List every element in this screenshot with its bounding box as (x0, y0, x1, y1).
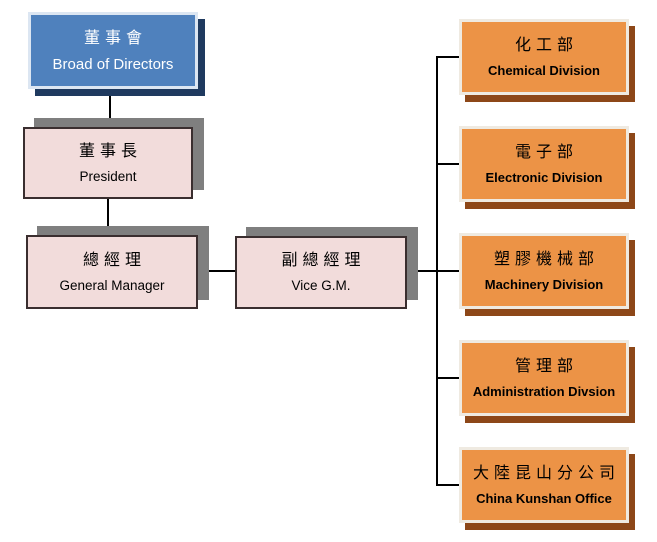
org-node-division-administration: 管理部 Administration Divsion (459, 340, 629, 416)
org-node-board-of-directors: 董事會 Broad of Directors (28, 12, 198, 89)
division-title-zh: 大陸昆山分公司 (472, 463, 620, 482)
division-title-en: Electronic Division (485, 170, 603, 185)
org-node-general-manager: 總經理 General Manager (26, 235, 198, 309)
connector-stub-kunshan (436, 484, 459, 486)
general-manager-title-zh: 總經理 (82, 249, 146, 269)
division-title-en: Machinery Division (484, 277, 604, 292)
division-title-zh: 管理部 (514, 356, 578, 375)
connector-president-gm (107, 199, 109, 235)
connector-stub-chemical (436, 56, 459, 58)
org-node-president: 董事長 President (23, 127, 193, 199)
division-title-zh: 電子部 (514, 142, 578, 161)
connector-stub-administration (436, 377, 459, 379)
general-manager-title-en: General Manager (59, 277, 165, 293)
division-title-zh: 化工部 (514, 35, 578, 54)
org-node-division-kunshan-office: 大陸昆山分公司 China Kunshan Office (459, 447, 629, 523)
org-node-division-electronic: 電子部 Electronic Division (459, 126, 629, 202)
division-title-en: China Kunshan Office (476, 491, 612, 506)
president-title-en: President (79, 168, 137, 184)
connector-stub-electronic (436, 163, 459, 165)
connector-board-president (109, 89, 111, 127)
org-node-division-chemical: 化工部 Chemical Division (459, 19, 629, 95)
connector-vgm-spine (407, 270, 459, 272)
vice-gm-title-en: Vice G.M. (291, 278, 351, 294)
org-node-vice-gm: 副總經理 Vice G.M. (235, 236, 407, 309)
board-title-en: Broad of Directors (52, 55, 174, 73)
board-title-zh: 董事會 (83, 27, 147, 47)
connector-gm-vgm (198, 270, 235, 272)
division-title-zh: 塑膠機械部 (493, 249, 599, 268)
vice-gm-title-zh: 副總經理 (281, 250, 366, 270)
president-title-zh: 董事長 (78, 140, 142, 160)
division-title-en: Chemical Division (488, 63, 600, 78)
connector-divisions-spine (436, 56, 438, 486)
org-node-division-machinery: 塑膠機械部 Machinery Division (459, 233, 629, 309)
division-title-en: Administration Divsion (472, 384, 616, 399)
